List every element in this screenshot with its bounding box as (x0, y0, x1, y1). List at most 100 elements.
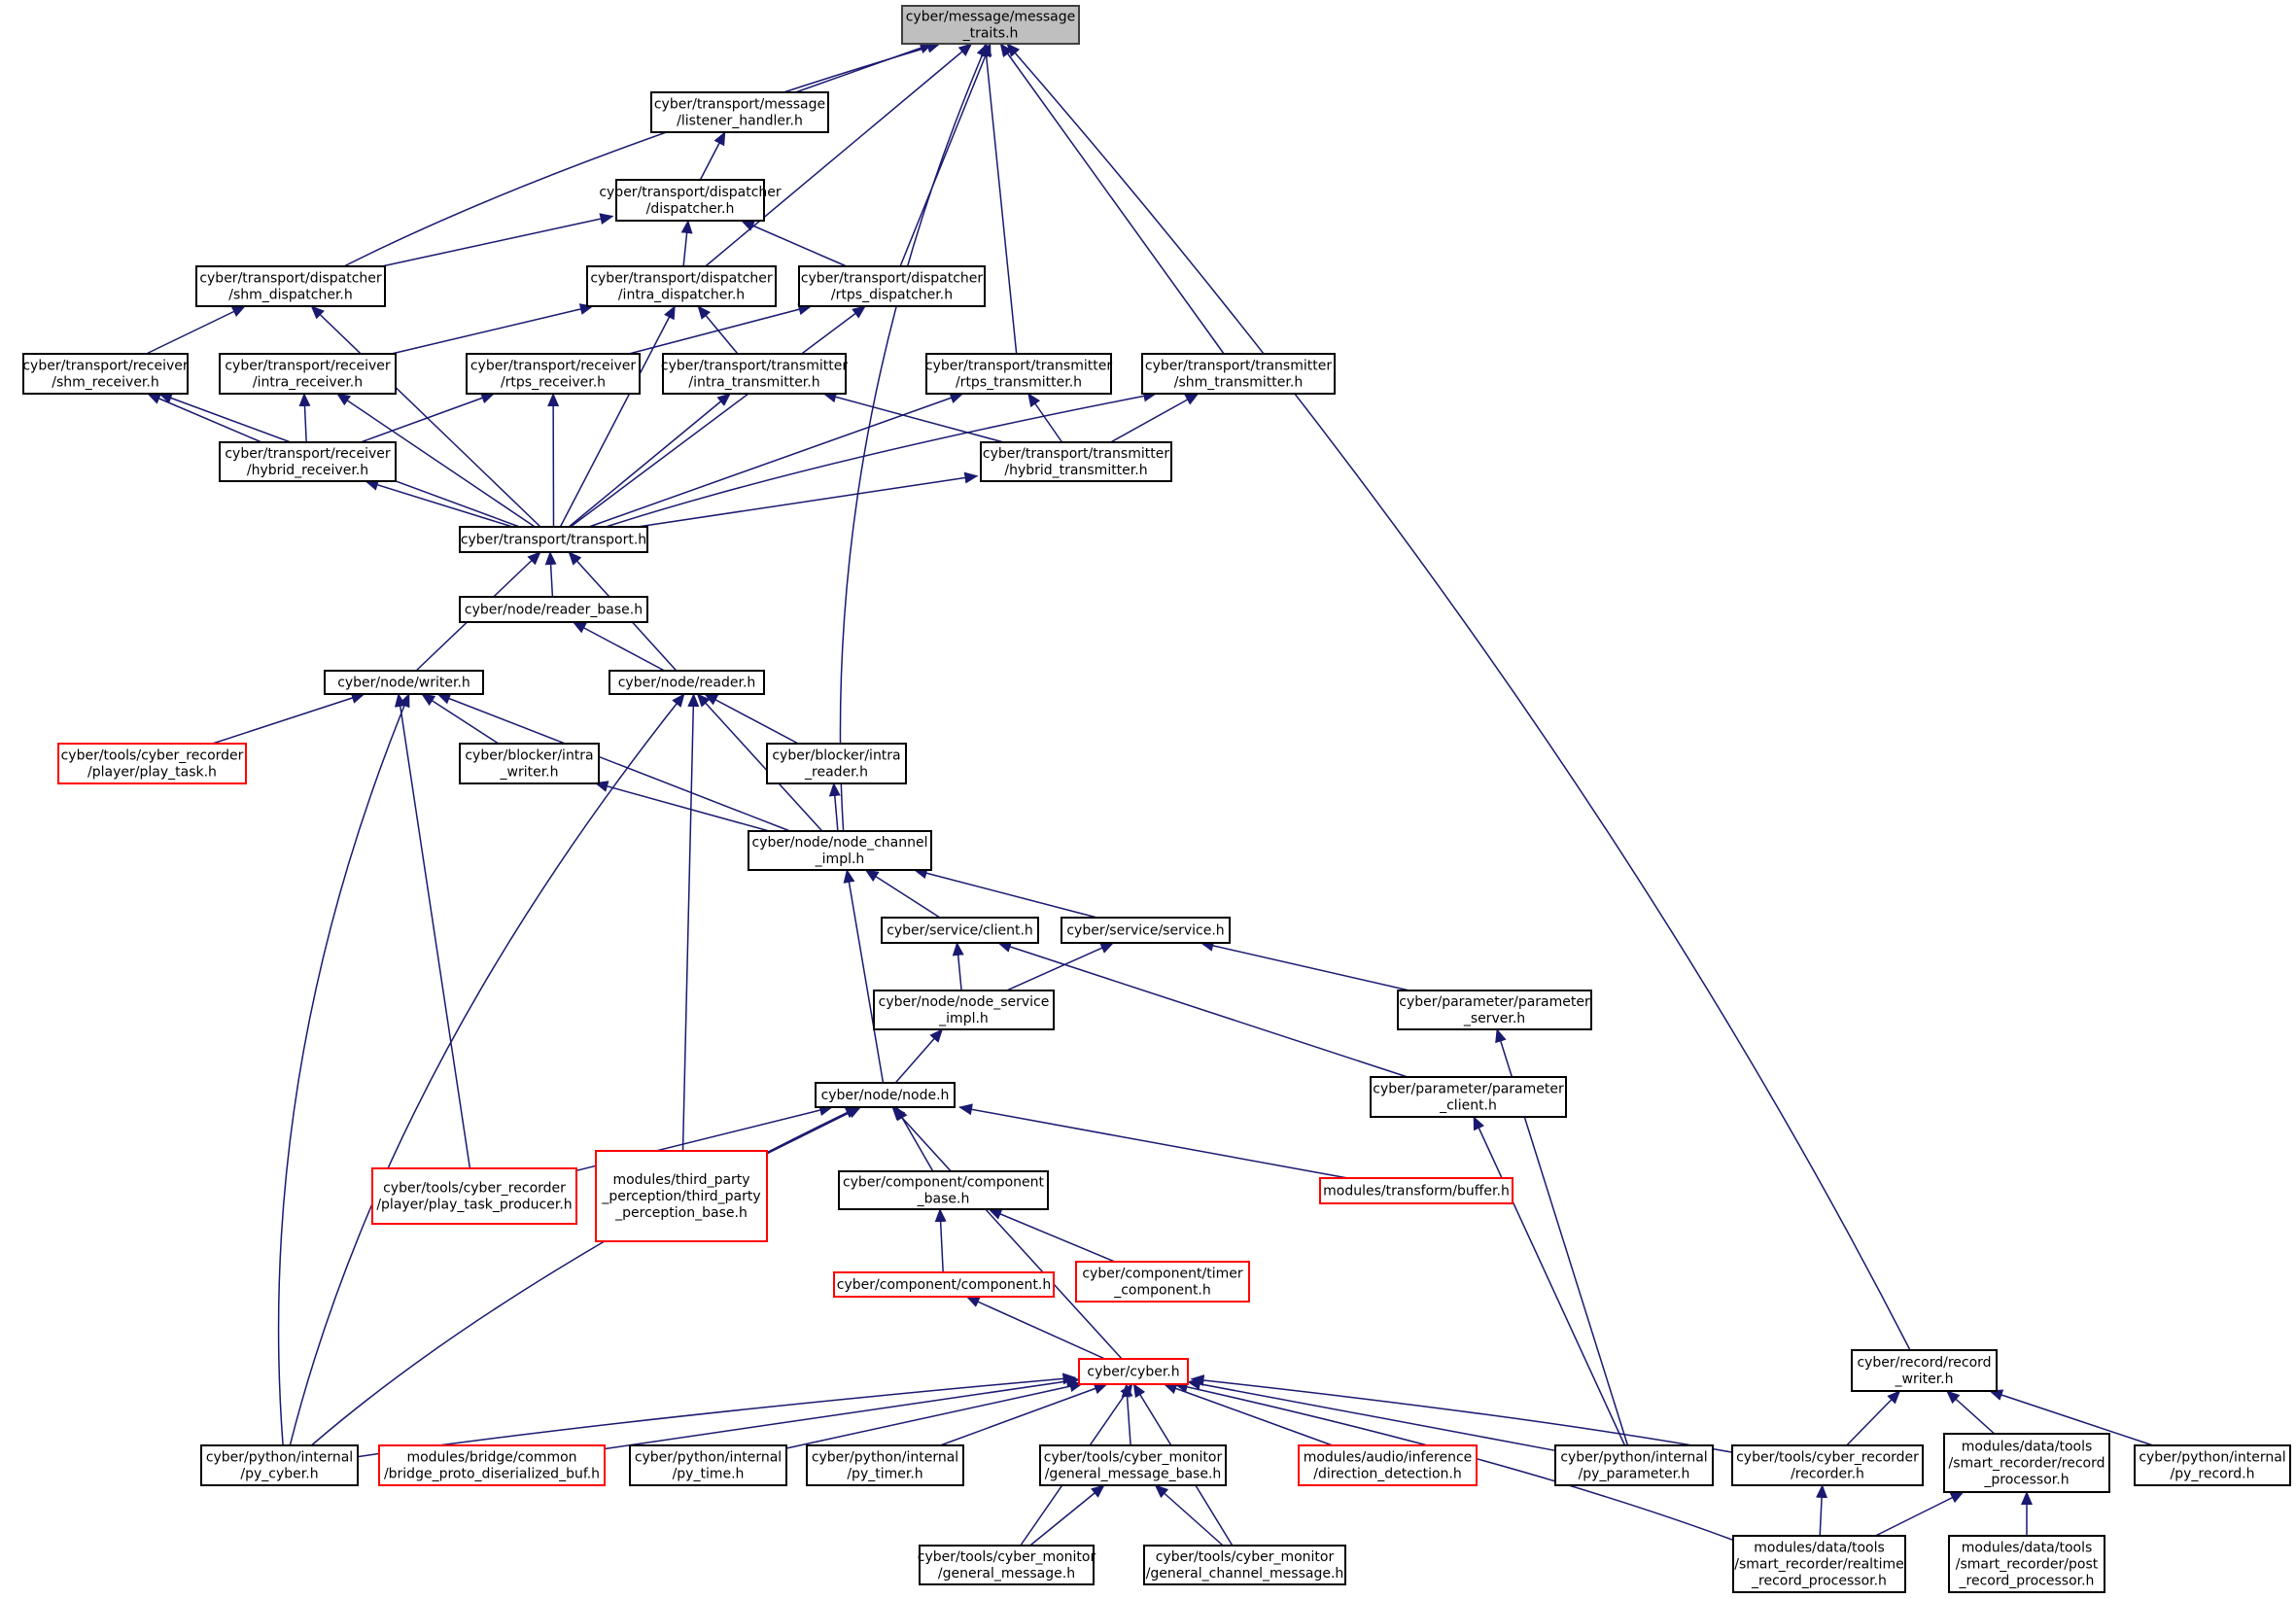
node-label-line: _writer.h (1895, 1372, 1954, 1387)
edge-py_record-to-record_writer (1989, 1389, 2154, 1446)
node-shm-transmitter[interactable]: cyber/transport/transmitter/shm_transmit… (1141, 353, 1336, 395)
edge-transport-to-rtps_transmitter (588, 392, 964, 528)
node-record-processor[interactable]: modules/data/tools/smart_recorder/record… (1943, 1433, 2110, 1493)
node-intra-transmitter[interactable]: cyber/transport/transmitter/intra_transm… (661, 353, 848, 395)
node-general-message-base[interactable]: cyber/tools/cyber_monitor/general_messag… (1039, 1444, 1227, 1486)
node-hybrid-receiver[interactable]: cyber/transport/receiver/hybrid_receiver… (219, 441, 397, 482)
node-py-cyber[interactable]: cyber/python/internal/py_cyber.h (200, 1444, 359, 1486)
node-box (1943, 1433, 2110, 1493)
node-label-line: cyber/blocker/intra (772, 748, 900, 764)
node-transport[interactable]: cyber/transport/transport.h (459, 526, 648, 553)
node-box (662, 353, 847, 395)
node-intra-dispatcher[interactable]: cyber/transport/dispatcher/intra_dispatc… (586, 265, 777, 307)
node-py-record[interactable]: cyber/python/internal/py_record.h (2134, 1444, 2291, 1486)
node-box (459, 743, 600, 784)
node-cyber[interactable]: cyber/cyber.h (1078, 1358, 1189, 1385)
node-reader-base[interactable]: cyber/node/reader_base.h (459, 596, 648, 623)
edge-reader-to-reader_base (572, 621, 665, 672)
edges-layer (146, 41, 2154, 1547)
node-label-line: /intra_transmitter.h (688, 375, 819, 391)
node-label-line: cyber/node/reader_base.h (465, 603, 643, 618)
node-node-channel-impl[interactable]: cyber/node/node_channel_impl.h (748, 830, 932, 871)
node-label-line: cyber/tools/cyber_monitor (1156, 1549, 1335, 1565)
node-label-line: cyber/node/node.h (821, 1088, 950, 1103)
edge-shm_receiver-to-shm_dispatcher (146, 305, 246, 355)
node-box (806, 1444, 964, 1486)
node-component[interactable]: cyber/component/component.h (833, 1271, 1055, 1298)
node-writer[interactable]: cyber/node/writer.h (324, 670, 484, 695)
edge-node_service_impl-to-service (1006, 942, 1115, 991)
node-parameter-client[interactable]: cyber/parameter/parameter_client.h (1370, 1076, 1567, 1118)
node-label-line: _impl.h (815, 852, 865, 867)
node-label-line: _writer.h (500, 765, 559, 781)
edge-record_writer-to-root (1006, 43, 1911, 1351)
node-dispatcher[interactable]: cyber/transport/dispatcher/dispatcher.h (599, 179, 782, 222)
node-intra-writer[interactable]: cyber/blocker/intra_writer.h (459, 743, 600, 784)
node-shm-receiver[interactable]: cyber/transport/receiver/shm_receiver.h (22, 353, 189, 395)
node-record-writer[interactable]: cyber/record/record_writer.h (1851, 1349, 1998, 1392)
node-post-processor[interactable]: modules/data/tools/smart_recorder/post_r… (1948, 1535, 2105, 1593)
node-play-task-producer[interactable]: cyber/tools/cyber_recorder/player/play_t… (371, 1167, 577, 1225)
node-label-line: cyber/transport/receiver (22, 359, 189, 374)
node-play-task[interactable]: cyber/tools/cyber_recorder/player/play_t… (57, 743, 247, 784)
node-recorder[interactable]: cyber/tools/cyber_recorder/recorder.h (1731, 1444, 1924, 1486)
edge-timer_component-to-component_base (988, 1208, 1116, 1263)
edge-node-to-node_service_impl (894, 1028, 944, 1084)
node-label-line: _reader.h (804, 765, 868, 781)
node-third-party[interactable]: modules/third_party_perception/third_par… (595, 1150, 768, 1242)
node-intra-receiver[interactable]: cyber/transport/receiver/intra_receiver.… (219, 353, 397, 395)
node-listener-handler[interactable]: cyber/transport/message/listener_handler… (650, 91, 829, 133)
edge-client-to-node_channel_impl (864, 869, 941, 919)
node-buffer[interactable]: modules/transform/buffer.h (1319, 1177, 1513, 1204)
node-reader[interactable]: cyber/node/reader.h (609, 670, 765, 695)
node-box (2134, 1444, 2291, 1486)
node-shm-dispatcher[interactable]: cyber/transport/dispatcher/shm_dispatche… (195, 265, 386, 307)
node-rtps-dispatcher[interactable]: cyber/transport/dispatcher/rtps_dispatch… (798, 265, 986, 307)
node-node[interactable]: cyber/node/node.h (815, 1082, 956, 1108)
edge-rtps_transmitter-to-root (980, 43, 1018, 355)
node-label-line: modules/third_party (612, 1172, 749, 1188)
node-realtime-processor[interactable]: modules/data/tools/smart_recorder/realti… (1732, 1535, 1906, 1593)
node-py-parameter[interactable]: cyber/python/internal/py_parameter.h (1554, 1444, 1714, 1486)
node-service[interactable]: cyber/service/service.h (1061, 917, 1231, 944)
node-label-line: /listener_handler.h (677, 114, 803, 129)
node-box (1370, 1076, 1567, 1118)
node-parameter-server[interactable]: cyber/parameter/parameter_server.h (1397, 990, 1592, 1030)
node-label-line: cyber/tools/cyber_recorder (383, 1181, 566, 1197)
node-rtps-transmitter[interactable]: cyber/transport/transmitter/rtps_transmi… (925, 353, 1112, 395)
node-general-channel-message[interactable]: cyber/tools/cyber_monitor/general_channe… (1143, 1545, 1346, 1585)
node-label-line: cyber/python/internal (206, 1450, 353, 1466)
node-label-line: cyber/message/message (906, 10, 1076, 25)
node-timer-component[interactable]: cyber/component/timer_component.h (1075, 1261, 1250, 1303)
node-component-base[interactable]: cyber/component/component_base.h (838, 1170, 1049, 1210)
node-general-message[interactable]: cyber/tools/cyber_monitor/general_messag… (918, 1545, 1096, 1585)
node-direction-detection[interactable]: modules/audio/inference/direction_detect… (1298, 1444, 1478, 1486)
node-py-timer[interactable]: cyber/python/internal/py_timer.h (806, 1444, 964, 1486)
edge-intra_receiver-to-intra_dispatcher (391, 303, 594, 355)
node-intra-reader[interactable]: cyber/blocker/intra_reader.h (766, 743, 907, 784)
node-label-line: cyber/node/node_channel (752, 835, 928, 851)
node-rtps-receiver[interactable]: cyber/transport/receiver/rtps_receiver.h (466, 353, 641, 395)
node-box (1039, 1444, 1227, 1486)
node-box (766, 743, 907, 784)
node-label-line: modules/data/tools (1962, 1440, 2093, 1455)
node-box (815, 1082, 956, 1108)
node-label-line: /smart_recorder/record (1949, 1456, 2105, 1472)
node-bridge[interactable]: modules/bridge/common/bridge_proto_diser… (378, 1444, 606, 1486)
node-client[interactable]: cyber/service/client.h (881, 917, 1039, 944)
node-label-line: /bridge_proto_diserialized_buf.h (384, 1467, 600, 1482)
node-label-line: cyber/tools/cyber_monitor (918, 1549, 1096, 1565)
node-box (650, 91, 829, 133)
node-py-time[interactable]: cyber/python/internal/py_time.h (629, 1444, 787, 1486)
edge-py_time-to-cyber (785, 1380, 1084, 1449)
node-root[interactable]: cyber/message/message_traits.h (901, 5, 1080, 45)
node-label-line: _traits.h (962, 26, 1019, 42)
node-node-service-impl[interactable]: cyber/node/node_service_impl.h (873, 990, 1055, 1030)
node-label-line: cyber/tools/cyber_recorder (1736, 1450, 1919, 1466)
edge-rtps_dispatcher-to-root (899, 43, 991, 267)
edge-general_message_base-to-cyber (1121, 1383, 1133, 1446)
node-hybrid-transmitter[interactable]: cyber/transport/transmitter/hybrid_trans… (980, 441, 1172, 482)
edge-transport-to-shm_transmitter (605, 390, 1158, 528)
